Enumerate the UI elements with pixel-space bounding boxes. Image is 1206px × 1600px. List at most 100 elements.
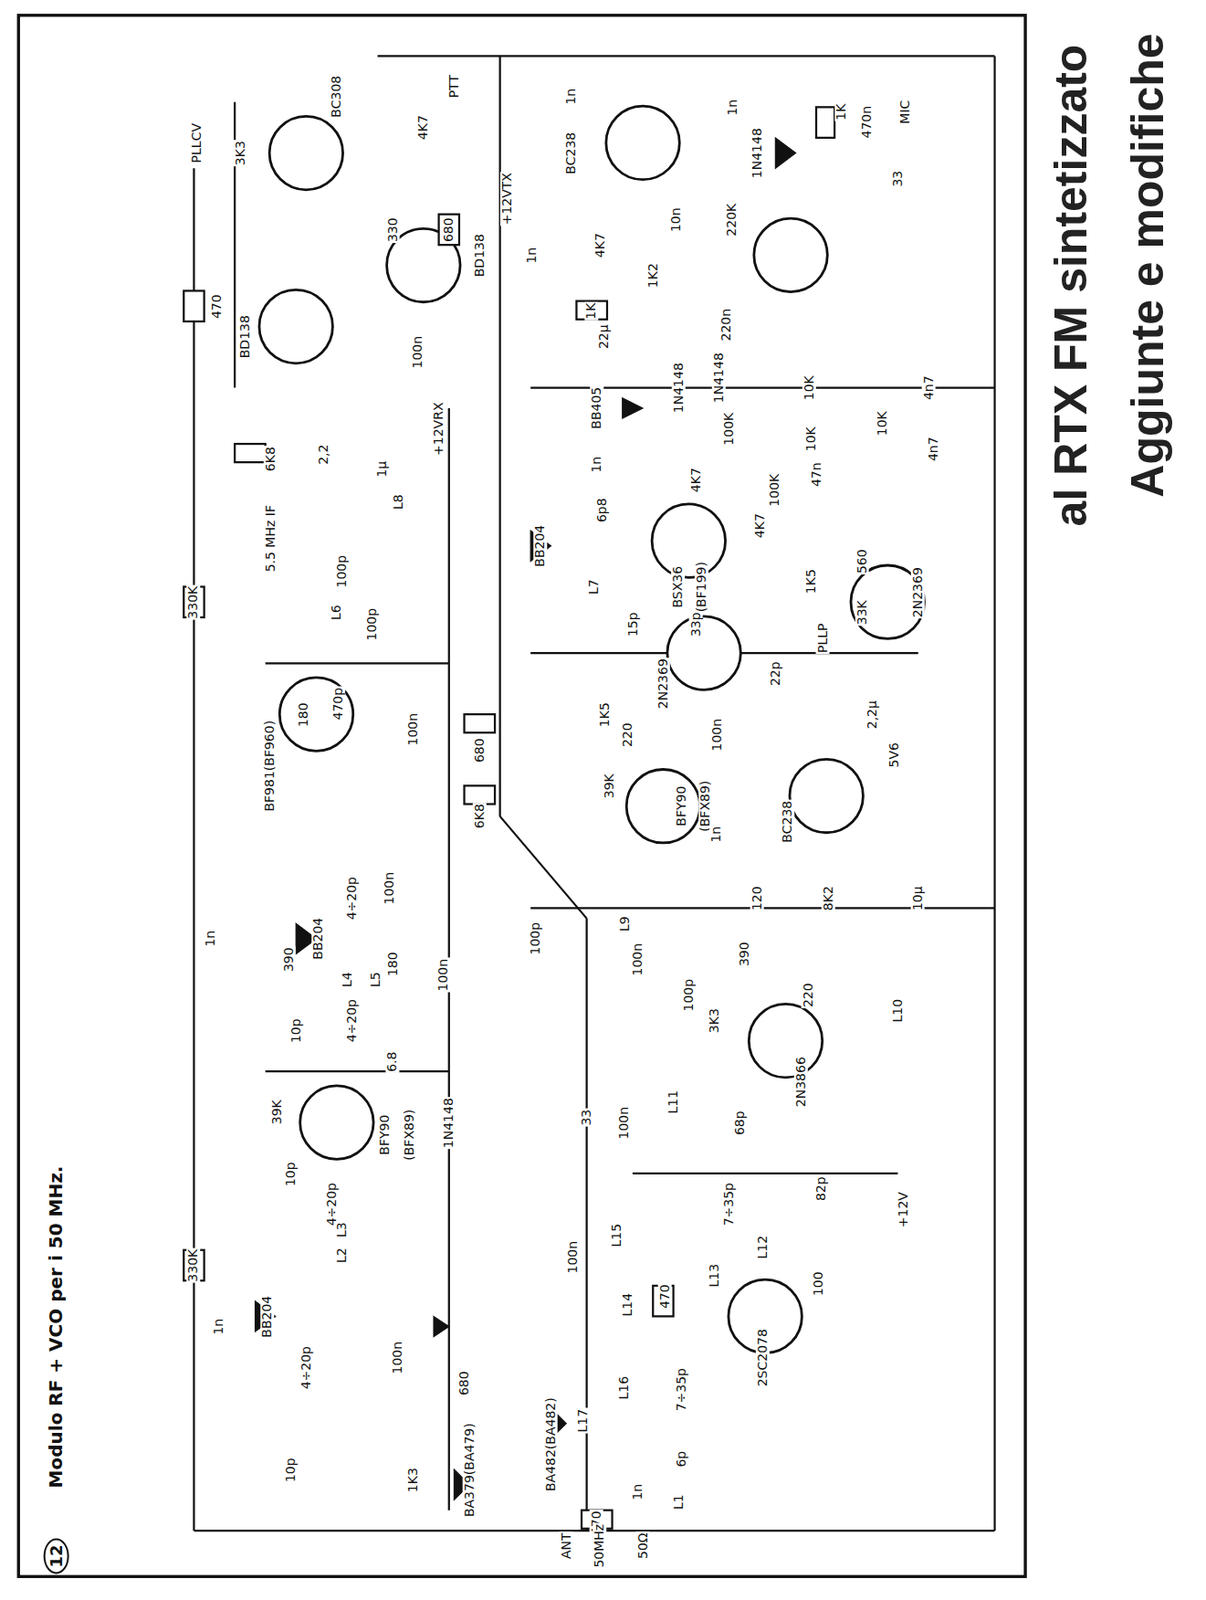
component-label: +12VRX (431, 400, 446, 456)
component-label: 1N4148 (750, 126, 765, 179)
component-label: 10K (802, 374, 817, 401)
component-label: L12 (755, 1234, 770, 1260)
component-label: 100p (365, 607, 379, 642)
component-label: 7÷35p (722, 1181, 736, 1227)
component-label: 470 (658, 1282, 672, 1310)
component-label: L5 (368, 971, 383, 989)
component-label: 1K (585, 302, 599, 321)
component-label: 15p (625, 611, 640, 639)
component-label: 4÷20p (345, 875, 359, 921)
component-label: 6K8 (262, 445, 277, 472)
component-label: 50MHz (592, 1522, 607, 1569)
component-label: 330 (386, 216, 400, 243)
component-label: 2N2369 (656, 657, 671, 710)
component-label: 3K3 (233, 139, 248, 167)
component-label: L16 (617, 1374, 631, 1401)
component-label: 1K5 (804, 568, 818, 596)
component-label: 2SC2078 (755, 1327, 770, 1387)
component-label: 1N4148 (441, 1096, 456, 1149)
component-label: 2N3866 (794, 1055, 808, 1108)
component-label: 4K7 (416, 114, 430, 141)
component-label: MIC (899, 99, 913, 126)
component-label: BF981(BF960) (262, 718, 277, 812)
component-label: 39K (602, 772, 617, 799)
component-label: 100n (406, 712, 420, 747)
component-label: 33p (689, 611, 703, 639)
component-label: 2,2 (317, 442, 332, 465)
component-label: 50Ω (635, 1531, 650, 1561)
component-label: +12VTX (500, 171, 514, 226)
component-label: 4K7 (753, 512, 767, 539)
component-label: 680 (441, 216, 456, 243)
component-label: 8K2 (821, 884, 836, 912)
component-label: 4K7 (688, 466, 703, 493)
component-label: 1μ (375, 460, 389, 479)
component-label: 1N4148 (712, 351, 726, 404)
component-label: 3K3 (707, 1006, 722, 1034)
component-label: 39K (270, 1099, 284, 1126)
component-label: 10K (875, 409, 890, 437)
component-label: PTT (447, 73, 462, 99)
component-label: 1n (630, 1482, 645, 1501)
component-label: 100n (382, 870, 397, 906)
component-label: 1n (212, 1317, 227, 1336)
component-label: ANT (559, 1531, 574, 1561)
component-label: 680 (457, 1369, 472, 1396)
component-label: 1K2 (646, 262, 661, 289)
component-label: 330K (187, 1247, 201, 1283)
article-title: al RTX FM sintetizzato (1046, 43, 1097, 528)
component-label: BB204 (260, 1294, 274, 1339)
component-label: 6.8 (386, 1049, 400, 1072)
component-label: 100p (335, 554, 349, 589)
component-label: 10μ (911, 884, 925, 912)
component-label: 10n (668, 206, 682, 233)
article-title: Aggiunte e modifiche (1122, 31, 1174, 498)
component-label: 390 (737, 941, 752, 968)
component-label: 4÷20p (299, 1344, 314, 1390)
component-label: 10p (283, 1160, 298, 1187)
component-label: 100 (811, 1270, 826, 1298)
component-label: 33 (579, 1108, 594, 1127)
component-label: L11 (666, 1089, 681, 1115)
component-label: +12V (895, 1190, 910, 1228)
component-label: 33K (855, 598, 870, 626)
component-label: 22μ (597, 323, 611, 350)
component-label: 100n (566, 1239, 580, 1275)
component-label: BD138 (472, 232, 487, 278)
component-label: 1n (725, 97, 740, 116)
component-label: 100K (768, 471, 783, 507)
component-label: 7÷35p (674, 1366, 689, 1412)
component-label: 1K (834, 103, 849, 122)
component-label: BB204 (311, 916, 326, 961)
component-label: 100n (630, 942, 645, 977)
component-label: BC238 (780, 799, 795, 844)
component-label: 68p (733, 1109, 747, 1136)
component-label: 680 (472, 736, 487, 764)
component-label: L9 (617, 914, 631, 933)
component-label: 1n (709, 825, 724, 844)
component-label: L6 (329, 603, 344, 621)
component-label: 100n (436, 957, 451, 993)
component-label: BSX36 (671, 565, 685, 609)
component-label: BFY90 (674, 785, 689, 828)
component-label: 82p (814, 1175, 829, 1203)
component-label: 390 (282, 945, 296, 973)
component-label: L8 (390, 492, 405, 511)
component-label: L10 (891, 997, 905, 1024)
component-label: L17 (576, 1407, 591, 1434)
component-label: 1n (589, 455, 604, 474)
component-label: BC238 (564, 131, 578, 176)
component-label: 180 (295, 701, 310, 728)
component-label: 10p (288, 1017, 303, 1044)
component-label: 220 (800, 981, 815, 1008)
component-label: 220K (725, 201, 740, 237)
component-label: L14 (620, 1290, 635, 1317)
component-label: 100n (390, 1340, 405, 1375)
component-label: 4n7 (926, 435, 941, 462)
component-label: 22p (768, 660, 783, 687)
component-label: 100n (710, 717, 724, 753)
component-label: 100p (681, 977, 696, 1013)
component-label: 47n (808, 461, 823, 488)
component-label: PLLP (815, 621, 829, 653)
component-label: 6K8 (472, 803, 487, 830)
